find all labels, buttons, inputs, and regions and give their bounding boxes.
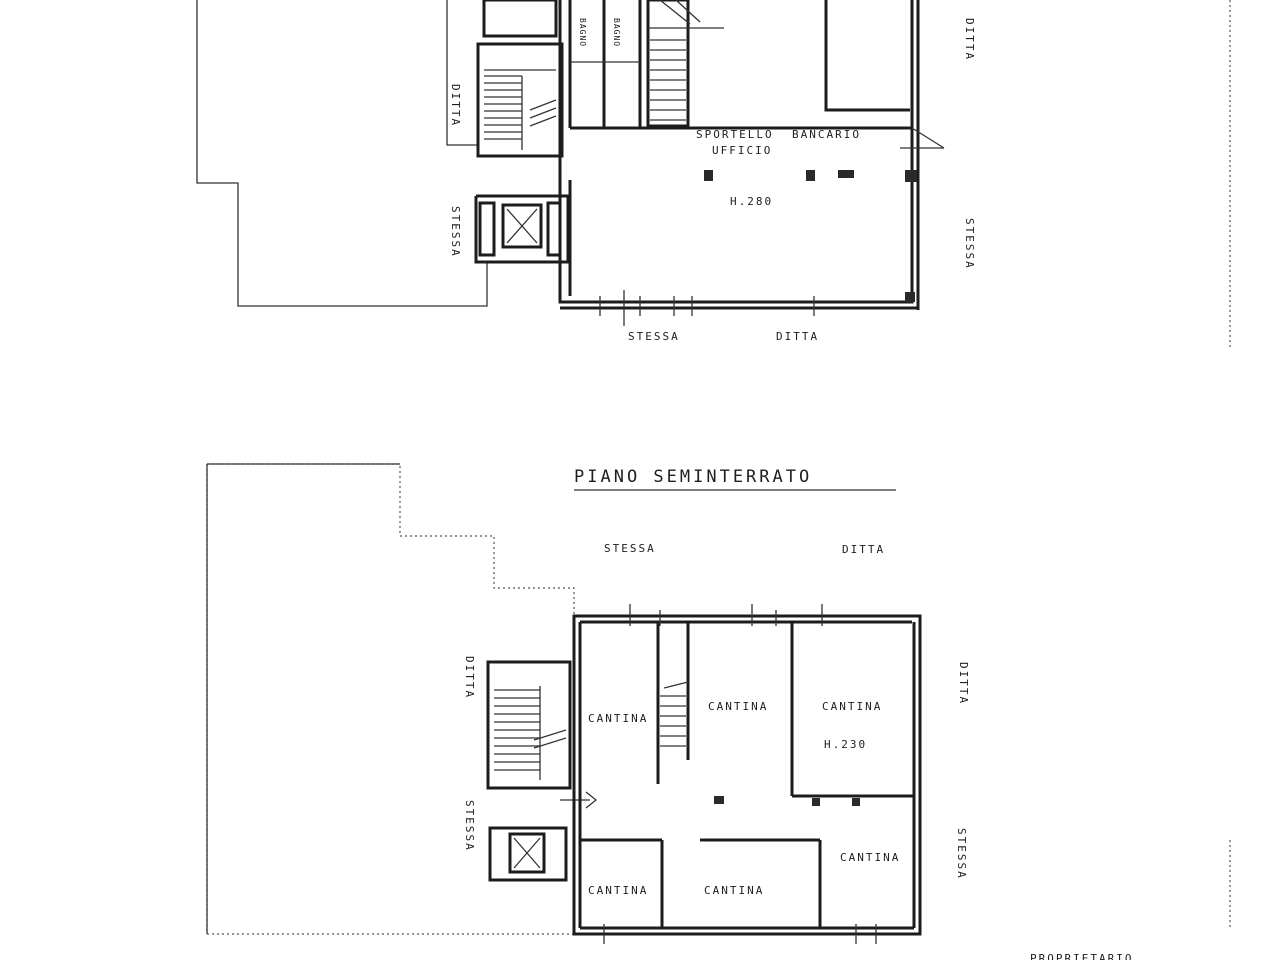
lower-stair-block bbox=[486, 660, 598, 882]
cellar-label-4: CANTINA bbox=[840, 851, 900, 864]
upper-height-label: H.280 bbox=[730, 195, 773, 208]
cellar-label-3: CANTINA bbox=[822, 700, 882, 713]
upper-left-top-neighbor: DITTA bbox=[449, 84, 462, 127]
cellar-label-6: CANTINA bbox=[704, 884, 764, 897]
lower-floor-plan: PIANO SEMINTERRATO bbox=[206, 463, 1231, 944]
lower-cellars-block bbox=[572, 604, 1231, 944]
ufficio-label: UFFICIO bbox=[712, 144, 772, 157]
cellar-label-2: CANTINA bbox=[708, 700, 768, 713]
bancario-label: BANCARIO bbox=[792, 128, 861, 141]
lower-top-left-neighbor: STESSA bbox=[604, 542, 656, 555]
bathroom-label-1: BAGNO bbox=[578, 18, 587, 47]
upper-right-bottom-neighbor: STESSA bbox=[963, 218, 976, 270]
lower-right-top-neighbor: DITTA bbox=[957, 662, 970, 705]
upper-bottom-left-neighbor: STESSA bbox=[628, 330, 680, 343]
lower-height-label: H.230 bbox=[824, 738, 867, 751]
bathroom-label-2: BAGNO bbox=[612, 18, 621, 47]
lower-lot-outline bbox=[206, 464, 920, 935]
sportello-label: SPORTELLO bbox=[696, 128, 774, 141]
cellar-label-5: CANTINA bbox=[588, 884, 648, 897]
upper-floor-plan: DITTA STESSA DITTA STESSA STESSA DITTA B… bbox=[196, 0, 1231, 350]
lower-top-right-neighbor: DITTA bbox=[842, 543, 885, 556]
upper-bottom-right-neighbor: DITTA bbox=[776, 330, 819, 343]
lower-left-bottom-neighbor: STESSA bbox=[463, 800, 476, 852]
upper-lot-outline bbox=[196, 0, 488, 307]
upper-left-bottom-neighbor: STESSA bbox=[449, 206, 462, 258]
upper-office-room bbox=[558, 0, 1231, 350]
lower-floor-title: PIANO SEMINTERRATO bbox=[574, 467, 812, 487]
footer-text: PROPRIETARIO bbox=[1030, 952, 1133, 960]
upper-right-top-neighbor: DITTA bbox=[963, 18, 976, 61]
cellar-label-1: CANTINA bbox=[588, 712, 648, 725]
lower-left-top-neighbor: DITTA bbox=[463, 656, 476, 699]
upper-stair-block bbox=[474, 0, 570, 264]
lower-right-bottom-neighbor: STESSA bbox=[955, 828, 968, 880]
